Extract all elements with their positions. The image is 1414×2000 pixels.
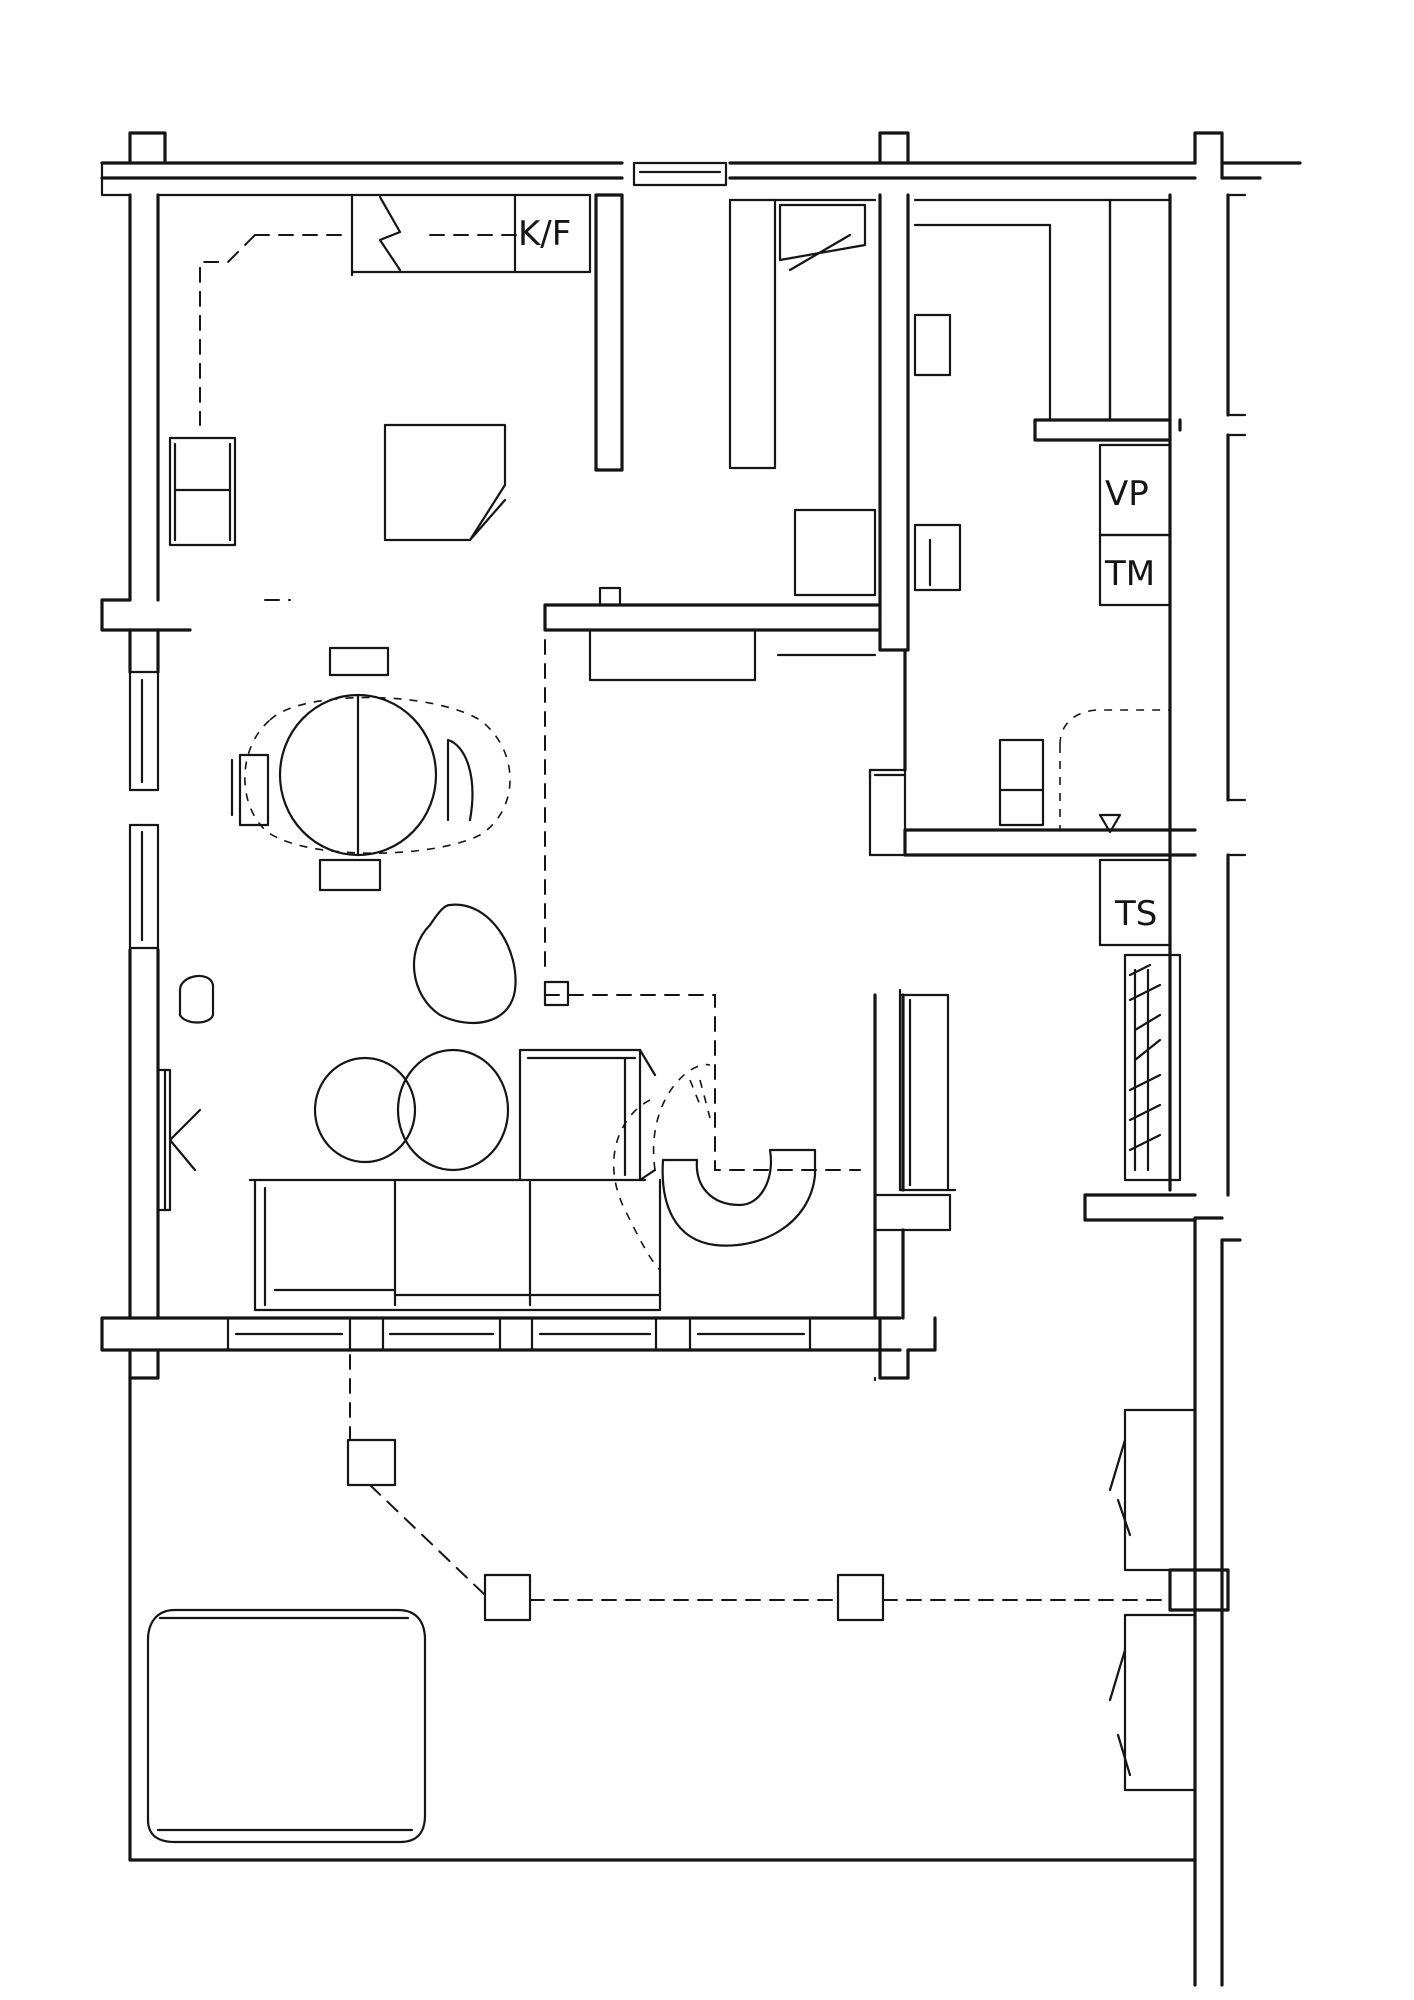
washer-label: TM — [1104, 554, 1155, 594]
dishwasher-vp-label: VP — [1105, 474, 1149, 514]
living — [156, 639, 861, 1312]
dining — [230, 646, 511, 892]
fridge-label: K/F — [518, 214, 571, 254]
bathroom: VP TM TS — [898, 443, 1182, 1192]
terrace — [128, 1354, 1197, 1987]
hall-storage — [588, 198, 962, 682]
exterior-walls — [100, 131, 1302, 1987]
dryer-label: TS — [1114, 894, 1157, 934]
kitchen: K/F — [156, 193, 592, 602]
interior-walls — [543, 193, 1197, 1320]
